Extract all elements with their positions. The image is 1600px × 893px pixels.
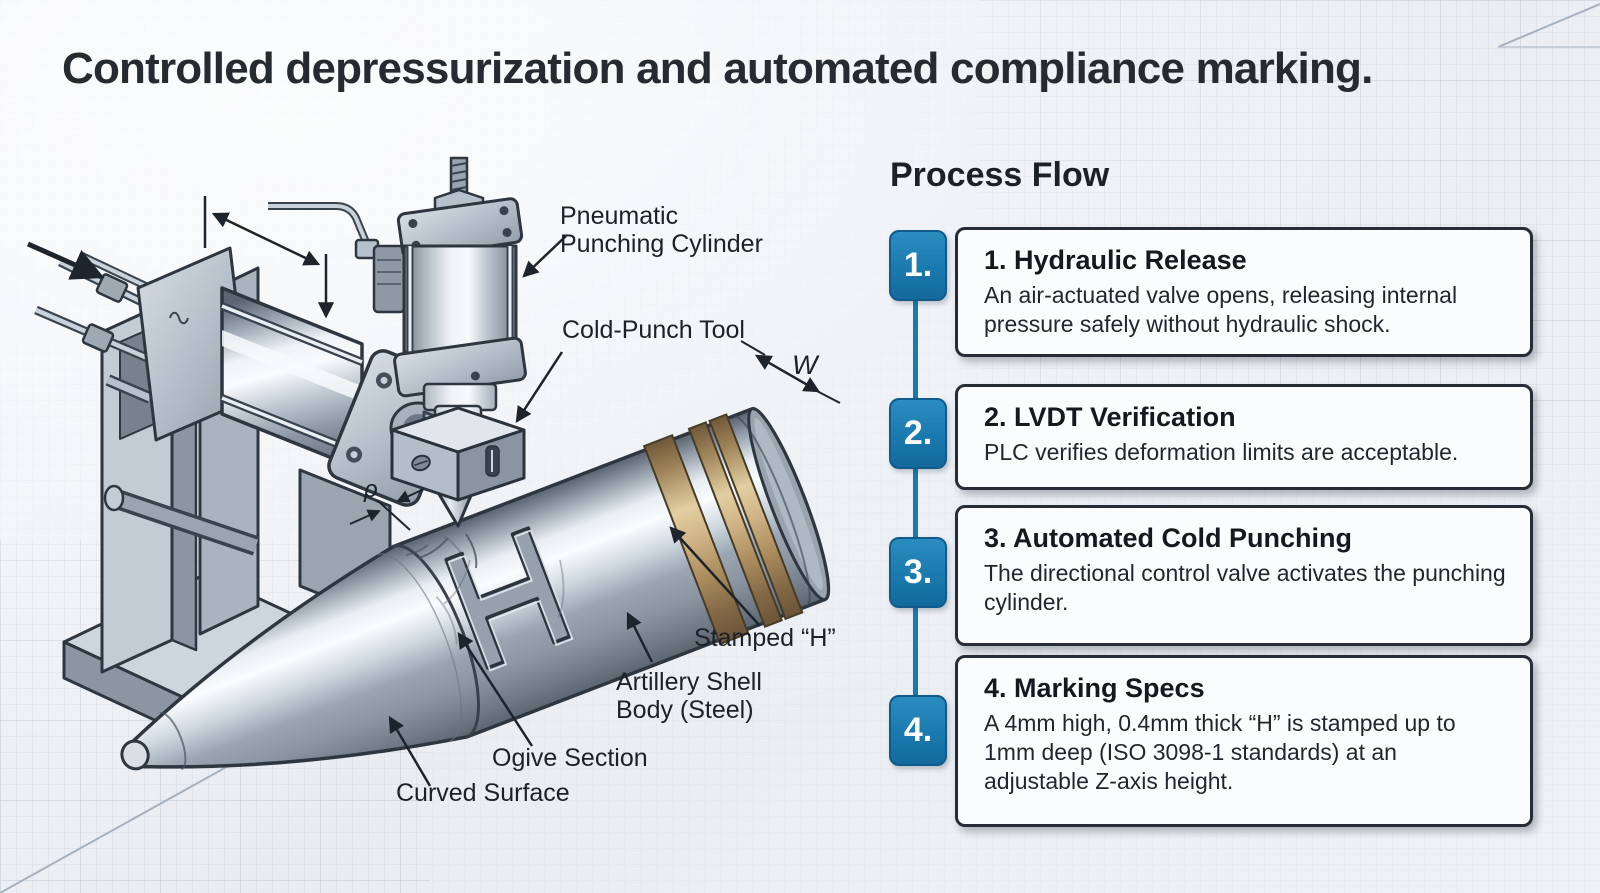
step-card-2: 2. LVDT Verification PLC verifies deform… [955,384,1533,490]
label-shell-line1: Artillery Shell [616,668,762,696]
dimension-annotations [26,196,841,787]
cylinder-barrel [402,244,518,354]
step-card-3: 3. Automated Cold Punching The direction… [955,505,1533,646]
leader-arrow-curved [388,715,432,787]
label-ogive-section: Ogive Section [492,744,648,772]
leader-arrow-stamped-h [669,526,761,627]
leader-arrow-shell-body [626,611,654,663]
label-dim-width: W [792,350,820,380]
corner-accent-line [1497,3,1600,48]
dimension-tick [812,388,841,404]
radius-arrow [396,488,425,503]
leader-arrow-ogive [457,631,534,747]
label-pneumatic-line2: Punching Cylinder [560,230,763,258]
leader-arrow-cold-punch [515,351,564,424]
step-badge-4: 4. [889,695,947,766]
label-pneumatic-line1: Pneumatic [560,202,678,230]
dimension-arrow [211,212,321,266]
driving-band [708,413,804,621]
radius-measure-line [376,499,411,531]
step-title: 3. Automated Cold Punching [984,523,1352,553]
radius-arrow [349,509,381,525]
driving-band [687,421,784,629]
diagram-labels: Pneumatic Punching Cylinder Cold-Punch T… [363,202,836,807]
hex-nut [81,323,115,353]
air-pipe [268,202,406,314]
top-plate [396,197,524,259]
input-arrow [26,241,105,280]
label-dim-radius: ρ [363,476,378,503]
deformation-mark [465,533,478,569]
step-body: PLC verifies deformation limits are acce… [984,439,1459,465]
page-title: Controlled depressurization and automate… [62,44,1373,93]
valve-block [372,244,406,314]
label-shell-line2: Body (Steel) [616,696,754,724]
step-body: The directional control valve activates … [984,560,1506,615]
step-title: 1. Hydraulic Release [984,245,1247,275]
engraving-mark [169,311,189,325]
label-stamped-h: Stamped “H” [694,624,836,652]
width-dimension-arrow [754,354,821,393]
step-card-1: 1. Hydraulic Release An air-actuated val… [955,227,1533,357]
artillery-shell [120,406,831,771]
label-curved-surface: Curved Surface [396,779,570,807]
deformation-mark [405,544,429,556]
nose-tip [120,739,150,771]
stamped-h-engraving [443,526,574,672]
step-card-4: 4. Marking Specs A 4mm high, 0.4mm thick… [955,655,1533,827]
step-badge-3: 3. [889,537,947,608]
process-flow-heading: Process Flow [890,156,1110,194]
ogive-junction-line [392,544,480,739]
step-badge-2: 2. [889,398,947,469]
dimension-tick [740,340,766,356]
step-title: 2. LVDT Verification [984,402,1236,432]
label-cold-punch-tool: Cold-Punch Tool [562,316,745,344]
step-body: An air-actuated valve opens, releasing i… [984,282,1458,337]
step-body: A 4mm high, 0.4mm thick “H” is stamped u… [984,710,1456,794]
driving-band [642,433,750,646]
step-connector-line [913,280,918,710]
pneumatic-punching-cylinder [393,156,527,430]
step-title: 4. Marking Specs [984,673,1205,703]
deformation-mark [417,537,449,559]
step-badge-1: 1. [889,230,947,301]
punch-block-and-tool [390,406,526,569]
hex-nut [95,273,129,303]
leader-arrow-pneumatic [522,235,567,278]
